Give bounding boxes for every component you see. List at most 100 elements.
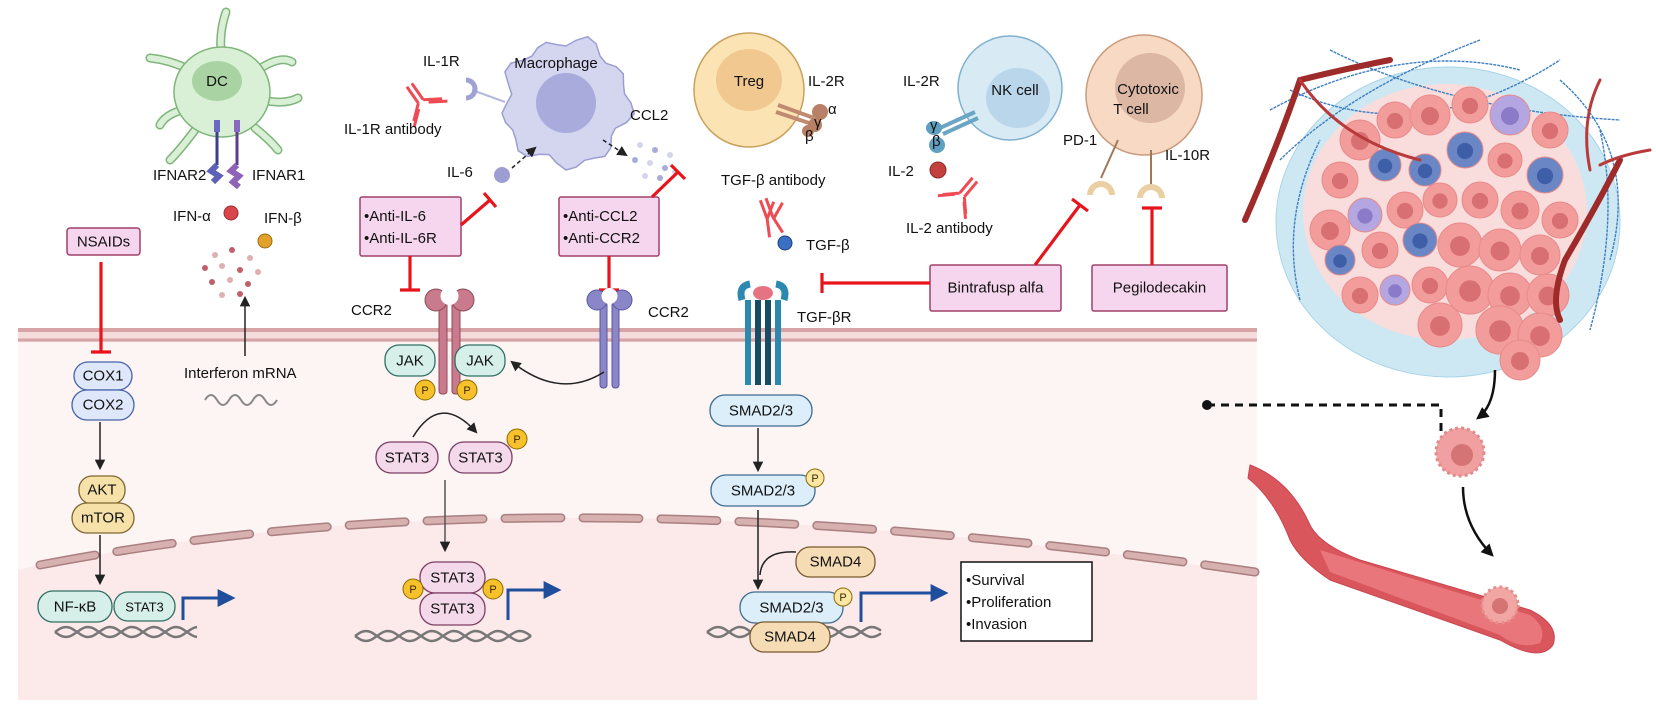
svg-text:•Anti-CCL2: •Anti-CCL2 [563,208,637,225]
tgfb-antibody-label: TGF-β antibody [721,172,826,189]
il2r-alpha-label: α [828,101,837,118]
smad4-protein: SMAD4 [795,546,876,578]
particle [237,291,243,297]
tumor-cell-icon [1531,111,1569,149]
tumor-cell-icon [1489,94,1531,136]
particle [247,255,253,261]
nsaids-label: NSAIDs [77,234,130,251]
nsaids-box: NSAIDs [66,227,141,256]
il2r-nk-gamma-label: γ [930,117,938,134]
cox1-protein: COX1 [73,361,133,391]
nucleus-region [18,517,1257,700]
tumor-cell-icon [1451,86,1489,124]
il2-label: IL-2 [888,163,914,180]
svg-text:STAT3: STAT3 [458,450,502,467]
dna-strand [54,625,198,639]
detachment-arrow [1476,369,1497,420]
blood-vessel [1247,464,1555,654]
particle [667,152,673,158]
svg-text:SMAD2/3: SMAD2/3 [731,483,795,500]
svg-text:•Anti-IL-6R: •Anti-IL-6R [364,230,437,247]
particle [219,292,225,298]
svg-text:•Proliferation: •Proliferation [966,594,1051,611]
tumor-cell-icon [1499,339,1541,381]
particle [657,175,663,181]
smad-complex: SMAD2/3 P SMAD4 [739,587,853,653]
svg-text:STAT3: STAT3 [430,601,474,618]
pd1-label: PD-1 [1063,132,1097,149]
jak-protein-right: JAK [454,344,506,377]
nsaids-inhibition-arrow [91,262,111,354]
svg-text:SMAD2/3: SMAD2/3 [729,403,793,420]
svg-text:Pegilodecakin: Pegilodecakin [1113,280,1206,297]
tumor-cell-icon [1437,222,1483,268]
callout-dashed-line [1207,403,1443,433]
particle [662,165,668,171]
il6-label: IL-6 [447,164,473,181]
tumor-cell-icon [1500,190,1540,230]
svg-text:Bintrafusp alfa: Bintrafusp alfa [948,280,1045,297]
ccr2-right-label: CCR2 [648,304,689,321]
mtor-protein: mTOR [71,502,135,534]
particle [219,263,225,269]
ctl-label-line2: T cell [1113,101,1149,118]
tumor-cell-icon [1411,266,1449,304]
svg-text:SMAD2/3: SMAD2/3 [759,600,823,617]
tgfb-label: TGF-β [806,237,850,254]
svg-text:NF-κB: NF-κB [54,599,97,616]
particle [245,281,251,287]
stat3-dimer: STAT3 STAT3 P P [402,561,504,626]
tumor-cell-icon [1519,234,1561,276]
tumor-cell-icon [1422,182,1458,218]
interferon-particles [202,247,261,298]
pegilodecakin-box: Pegilodecakin [1091,264,1228,312]
phospho-jak-right: P [456,379,478,401]
svg-text:mTOR: mTOR [81,510,125,527]
tumor-cell-icon [1386,191,1424,229]
ccr2-to-jak-arrow [510,360,605,385]
svg-text:P: P [409,584,416,596]
tumor-cell [18,328,1260,700]
tumor-cell-icon [1409,94,1451,136]
il2r-beta-label: β [805,128,814,145]
pegilodecakin-inhibition-arrow [1142,206,1162,265]
ifn-alpha-molecule [223,205,239,221]
dc-label: DC [206,73,228,90]
tumor-cell-icon [1402,222,1438,258]
tgfbr-label: TGF-βR [797,309,852,326]
mrna-strand-icon [204,394,278,406]
tumor-cell-icon [1361,231,1399,269]
outcomes-box: •Survival •Proliferation •Invasion [960,561,1093,642]
il1r-antibody-icon [405,82,448,128]
phospho-stat3: P [506,428,528,450]
tumor-cell-icon [1526,156,1564,194]
svg-text:SMAD4: SMAD4 [764,629,816,646]
tumor-cell-icon [1321,161,1359,199]
tumor-cell-icon [1445,265,1495,315]
ctl-label-line1: Cytotoxic [1117,81,1179,98]
il1r-label: IL-1R [423,53,460,70]
particle [255,269,261,275]
ifnar2-label: IFNAR2 [153,167,206,184]
stat3-phospho-protein: STAT3 [448,441,513,474]
tumor-cell-icon [1324,244,1356,276]
il1r-receptor-icon [465,77,478,101]
particle [212,252,218,258]
svg-text:COX1: COX1 [83,368,124,385]
svg-text:P: P [513,434,520,446]
il2r-nk-label: IL-2R [903,73,940,90]
tumor-cell-icon [1541,201,1579,239]
anti-il6-box: •Anti-IL-6 •Anti-IL-6R [359,196,462,257]
tgfb-antibody-icon [758,197,784,238]
nk-cell: NK cell [926,35,1063,153]
tumor-cells [1309,86,1579,381]
dna-strand [54,625,198,639]
bintrafusp-inhibition-arrows [820,197,1089,293]
tumor-cell-icon [1446,131,1484,169]
transcription-arrow-nfkb [181,589,236,620]
tgfb-receptor [737,280,789,385]
nk-label: NK cell [991,82,1039,99]
particle [209,279,215,285]
svg-text:STAT3: STAT3 [125,600,164,615]
dendritic-cell: DC [145,7,303,165]
